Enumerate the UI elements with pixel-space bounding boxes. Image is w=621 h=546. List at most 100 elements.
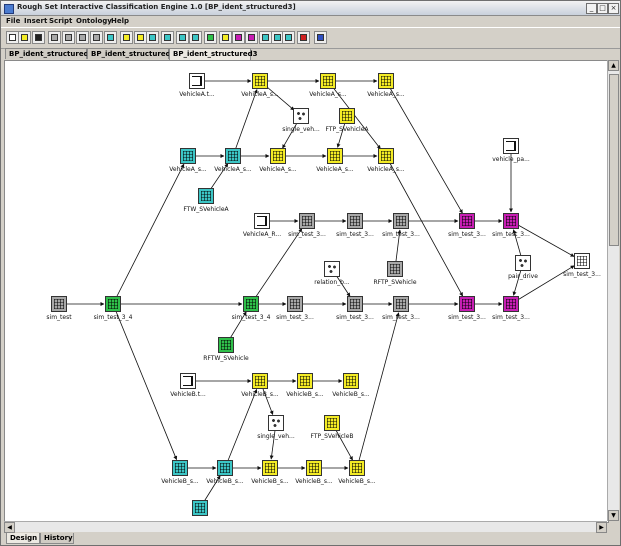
node-n39[interactable] — [172, 460, 188, 476]
node-n6[interactable] — [339, 108, 355, 124]
toolbar-save-icon-2[interactable] — [32, 31, 45, 44]
toolbar-network-icon-6[interactable] — [90, 31, 103, 44]
edge-n25-n7 — [112, 163, 185, 305]
menu-bar: File Insert Script Ontology Help — [1, 16, 620, 27]
design-canvas[interactable]: VehicleA.t...VehicleA_s...VehicleA_s...V… — [4, 60, 609, 523]
vertical-scroll-thumb[interactable] — [609, 74, 619, 246]
maximize-icon[interactable]: □ — [597, 3, 608, 14]
toolbar-table-icon-16[interactable] — [232, 31, 245, 44]
node-n32[interactable] — [218, 337, 234, 353]
node-label: vehicle_pa... — [492, 156, 530, 163]
tab-bp-ident-structured2[interactable]: BP_ident_structured2 — [87, 48, 175, 59]
scroll-left-icon[interactable]: ◀ — [4, 522, 15, 533]
node-n34[interactable] — [252, 373, 268, 389]
toolbar-table-icon-10[interactable] — [146, 31, 159, 44]
node-n18[interactable] — [459, 213, 475, 229]
node-n29[interactable] — [393, 296, 409, 312]
scroll-right-icon[interactable]: ▶ — [596, 522, 607, 533]
node-n16[interactable] — [347, 213, 363, 229]
node-n17[interactable] — [393, 213, 409, 229]
toolbar-open-icon-1[interactable] — [18, 31, 31, 44]
toolbar-table-icon-7[interactable] — [104, 31, 117, 44]
minimize-icon[interactable]: _ — [586, 3, 597, 14]
node-n11[interactable] — [378, 148, 394, 164]
toolbar-grid-icon-14[interactable] — [204, 31, 217, 44]
node-n8[interactable] — [225, 148, 241, 164]
node-n2[interactable] — [252, 73, 268, 89]
toolbar-network-icon-18[interactable] — [259, 31, 272, 44]
table-icon — [274, 34, 281, 41]
node-n25[interactable] — [105, 296, 121, 312]
node-n41[interactable] — [262, 460, 278, 476]
node-n13[interactable] — [503, 138, 519, 154]
toolbar-table-icon-17[interactable] — [245, 31, 258, 44]
toolbar-table-icon-11[interactable] — [161, 31, 174, 44]
node-n3[interactable] — [320, 73, 336, 89]
toolbar-table-icon-8[interactable] — [120, 31, 133, 44]
node-n12[interactable] — [198, 188, 214, 204]
tab-bp-ident-structured1[interactable]: BP_ident_structured1 — [5, 48, 93, 59]
node-n31[interactable] — [503, 296, 519, 312]
table-icon — [255, 376, 265, 386]
table-icon — [273, 151, 283, 161]
node-n40[interactable] — [217, 460, 233, 476]
node-n35[interactable] — [297, 373, 313, 389]
menu-script[interactable]: Script — [49, 17, 73, 25]
node-n26[interactable] — [243, 296, 259, 312]
menu-ontology[interactable]: Ontology — [76, 17, 112, 25]
table-icon — [396, 216, 406, 226]
toolbar-table-icon-20[interactable] — [282, 31, 295, 44]
close-icon[interactable]: × — [608, 3, 619, 14]
toolbar-grid-icon-4[interactable] — [62, 31, 75, 44]
toolbar-pdf-icon-21[interactable] — [297, 31, 310, 44]
toolbar-table-icon-9[interactable] — [134, 31, 147, 44]
edge-n8-n2 — [232, 89, 258, 157]
menu-insert[interactable]: Insert — [24, 17, 48, 25]
node-n38[interactable] — [324, 415, 340, 431]
node-n1[interactable] — [189, 73, 205, 89]
node-label: VehicleB_s... — [295, 478, 333, 485]
grid-icon — [65, 34, 72, 41]
node-n23[interactable] — [574, 253, 590, 269]
node-n27[interactable] — [287, 296, 303, 312]
node-n14[interactable] — [254, 213, 270, 229]
node-n10[interactable] — [327, 148, 343, 164]
node-n15[interactable] — [299, 213, 315, 229]
table-icon — [222, 34, 229, 41]
node-n9[interactable] — [270, 148, 286, 164]
table-icon — [195, 503, 205, 513]
toolbar-table-icon-3[interactable] — [48, 31, 61, 44]
node-n33[interactable] — [180, 373, 196, 389]
node-n30[interactable] — [459, 296, 475, 312]
scroll-up-icon[interactable]: ▲ — [608, 60, 619, 71]
toolbar-grid-icon-5[interactable] — [76, 31, 89, 44]
menu-file[interactable]: File — [6, 17, 21, 25]
node-n21[interactable] — [387, 261, 403, 277]
node-n44[interactable] — [192, 500, 208, 516]
menu-help[interactable]: Help — [111, 17, 130, 25]
node-n5[interactable] — [293, 108, 309, 124]
tab-design[interactable]: Design — [6, 533, 40, 544]
scroll-down-icon[interactable]: ▼ — [608, 510, 619, 521]
node-n4[interactable] — [378, 73, 394, 89]
horizontal-scrollbar[interactable]: ◀ ▶ — [4, 521, 607, 533]
toolbar-book-icon-22[interactable] — [314, 31, 327, 44]
node-n36[interactable] — [343, 373, 359, 389]
vertical-scrollbar[interactable]: ▲ ▼ — [607, 60, 619, 521]
tab-history[interactable]: History — [40, 533, 74, 544]
node-n43[interactable] — [349, 460, 365, 476]
node-n28[interactable] — [347, 296, 363, 312]
table-icon — [183, 151, 193, 161]
node-n22[interactable] — [515, 255, 531, 271]
node-n24[interactable] — [51, 296, 67, 312]
tab-bp-ident-structured3[interactable]: BP_ident_structured3 — [169, 48, 257, 60]
toolbar-grid-icon-12[interactable] — [176, 31, 189, 44]
toolbar-grid-icon-13[interactable] — [189, 31, 202, 44]
node-n20[interactable] — [324, 261, 340, 277]
table-icon — [462, 299, 472, 309]
node-n42[interactable] — [306, 460, 322, 476]
node-n19[interactable] — [503, 213, 519, 229]
toolbar-table-icon-15[interactable] — [219, 31, 232, 44]
node-n7[interactable] — [180, 148, 196, 164]
node-n37[interactable] — [268, 415, 284, 431]
